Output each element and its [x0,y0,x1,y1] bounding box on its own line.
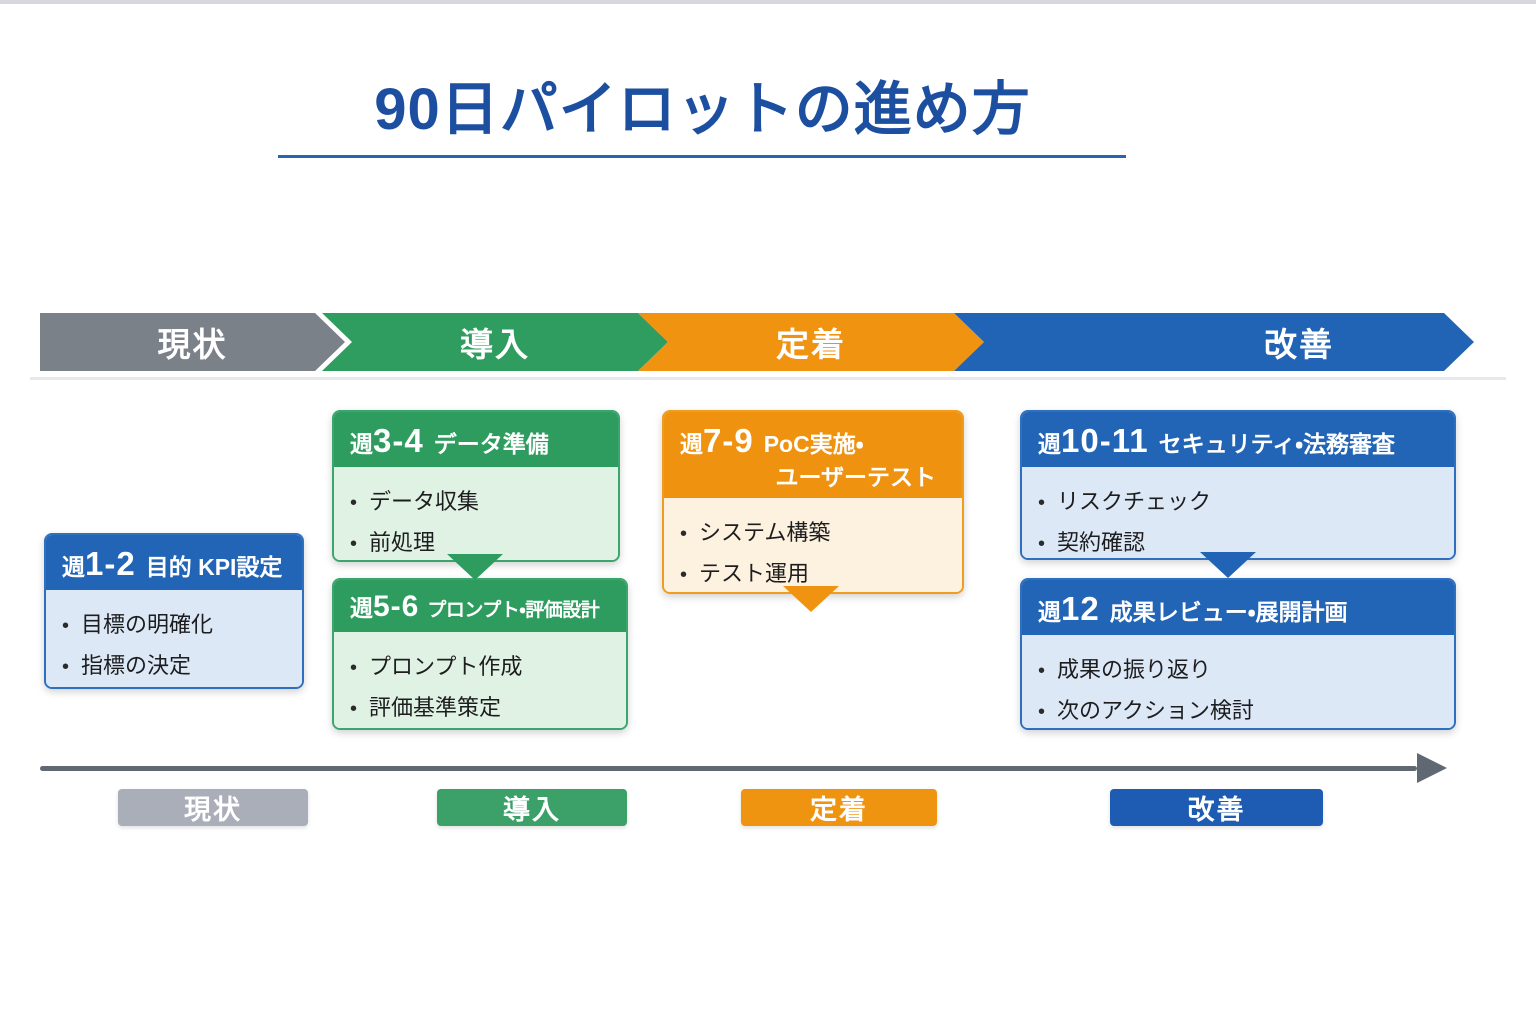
card-title: 目的 KPI設定 [145,554,283,580]
bullet-item: リスクチェック [1038,485,1438,518]
bullet-item: 指標の決定 [62,649,286,682]
card-title: プロンプト・評価設計 [427,600,600,621]
bullet-list: データ収集 前処理 [350,485,602,559]
bullet-list: システム構築 テスト運用 [680,516,946,590]
connector-arrow-down-blue [1200,552,1256,578]
bullet-list: リスクチェック 契約確認 [1038,485,1438,558]
bullet-item: プロンプト作成 [350,650,610,683]
week-prefix: 週 [350,595,373,621]
bullet-list: プロンプト作成 評価基準策定 [350,650,610,724]
card-week3-4: 週3-4 データ準備 データ収集 前処理 [332,410,620,562]
bullet-item: テスト運用 [680,557,946,590]
bullet-item: システム構築 [680,516,946,549]
card-header: 週10-11 セキュリティ・法務審査 [1022,412,1454,468]
title-underline [278,155,1126,158]
card-body: リスクチェック 契約確認 [1022,467,1454,558]
bullet-item: 契約確認 [1038,526,1438,558]
week-number: 5-6 [373,590,420,623]
week-prefix: 週 [680,431,703,457]
connector-arrow-down-green [447,554,503,580]
phase-chevron-current-state: 現状 [40,313,345,371]
card-header: 週5-6 プロンプト・評価設計 [334,580,626,632]
card-body: 成果の振り返り 次のアクション検討 [1022,635,1454,728]
card-week12: 週12 成果レビュー・展開計画 成果の振り返り 次のアクション検討 [1020,578,1456,730]
bullet-item: 次のアクション検討 [1038,694,1438,727]
phase-chevron-introduction: 導入 [322,313,668,371]
card-week7-9: 週7-9 PoC実施・ ユーザーテスト システム構築 テスト運用 [662,410,964,594]
card-title-line2: ユーザーテスト [775,464,936,491]
week-prefix: 週 [350,431,373,457]
week-prefix: 週 [62,554,85,580]
timeline-arrow-line [40,766,1417,771]
section-divider [30,377,1506,380]
timeline-arrowhead-icon [1417,753,1447,783]
card-header: 週1-2 目的 KPI設定 [46,535,302,591]
card-body: プロンプト作成 評価基準策定 [334,631,626,728]
phase-label: 改善 [1264,326,1334,363]
phase-badge-improvement: 改善 [1110,789,1323,826]
week-number: 7-9 [703,422,754,459]
card-week5-6: 週5-6 プロンプト・評価設計 プロンプト作成 評価基準策定 [332,578,628,730]
card-header: 週12 成果レビュー・展開計画 [1022,580,1454,636]
card-title: PoC実施・ [763,431,864,457]
bullet-item: データ収集 [350,485,602,518]
phase-label: 現状 [157,326,228,363]
phase-badge-establishment: 定着 [741,789,937,826]
week-number: 12 [1061,590,1100,627]
bullet-item: 成果の振り返り [1038,653,1438,686]
card-header: 週3-4 データ準備 [334,412,618,468]
bullet-list: 成果の振り返り 次のアクション検討 [1038,653,1438,727]
card-body: データ収集 前処理 [334,467,618,560]
card-title: 成果レビュー・展開計画 [1109,599,1348,625]
connector-arrow-down-orange [783,586,839,612]
week-prefix: 週 [1038,431,1061,457]
week-number: 1-2 [85,545,136,582]
phase-chevron-improvement: 改善 [954,313,1474,371]
page-title: 90日パイロットの進め方 [374,77,1031,142]
bullet-item: 評価基準策定 [350,691,610,724]
bullet-item: 前処理 [350,526,602,559]
phase-badge-introduction: 導入 [437,789,627,826]
card-header: 週7-9 PoC実施・ ユーザーテスト [664,412,962,498]
card-week10-11: 週10-11 セキュリティ・法務審査 リスクチェック 契約確認 [1020,410,1456,560]
phase-badge-current-state: 現状 [118,789,308,826]
card-body: システム構築 テスト運用 [664,498,962,592]
phase-label: 導入 [460,326,530,363]
week-prefix: 週 [1038,599,1061,625]
week-number: 3-4 [373,422,424,459]
card-body: 目標の明確化 指標の決定 [46,590,302,687]
bullet-item: 目標の明確化 [62,608,286,641]
card-week1-2: 週1-2 目的 KPI設定 目標の明確化 指標の決定 [44,533,304,689]
week-number: 10-11 [1061,422,1149,459]
card-title: データ準備 [433,431,549,457]
card-title: セキュリティ・法務審査 [1158,431,1396,457]
phase-chevron-establishment: 定着 [638,313,984,371]
phase-label: 定着 [776,326,846,363]
window-top-edge [0,0,1536,4]
bullet-list: 目標の明確化 指標の決定 [62,608,286,682]
